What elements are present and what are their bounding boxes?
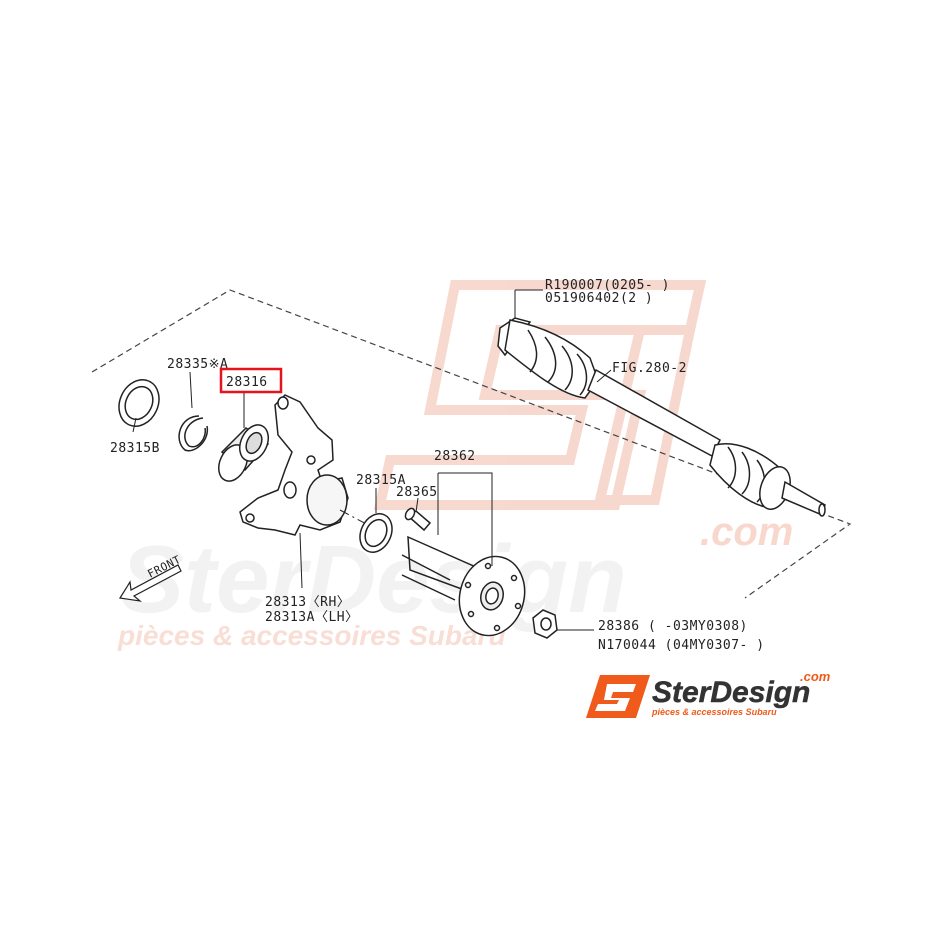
- part-labels: 28335※A 28316 28315B 28313〈RH〉 28313A〈LH…: [110, 278, 765, 653]
- part-28316-bearing: [217, 392, 270, 482]
- label-n170044: N170044 (04MY0307- ): [598, 638, 765, 653]
- label-r190007: R190007(0205- ): [545, 278, 670, 293]
- logo-tagline: pièces & accessoires Subaru: [651, 707, 777, 717]
- part-28335-snap-ring: [178, 371, 209, 452]
- label-28335: 28335※A: [167, 357, 228, 372]
- part-28386-nut: [532, 609, 594, 639]
- part-28362-hub: [401, 472, 526, 637]
- label-051906402: 051906402(2 ): [545, 291, 653, 306]
- highlight-box-28316: [219, 367, 283, 394]
- dashed-boundary: [91, 289, 852, 599]
- front-arrow-icon: [119, 564, 182, 602]
- label-28313-rh: 28313〈RH〉: [265, 595, 350, 610]
- sj-logo-mark: [586, 675, 650, 718]
- watermark-sj-logo: [373, 280, 707, 510]
- brand-logo: SterDesign .com pièces & accessoires Sub…: [586, 669, 831, 718]
- label-fig-280-2: FIG.280-2: [612, 361, 687, 376]
- logo-dotcom: .com: [800, 669, 831, 684]
- part-28365-hub-bolt: [404, 497, 432, 532]
- part-28315b-seal: [118, 379, 160, 433]
- axis-line: [339, 509, 373, 528]
- label-28386: 28386 ( -03MY0308): [598, 619, 748, 634]
- label-28365: 28365: [396, 485, 438, 500]
- part-28313-knuckle: [239, 394, 349, 589]
- front-arrow: FRONT: [119, 553, 183, 602]
- logo-brand: SterDesign: [652, 676, 810, 709]
- drive-shaft: [497, 290, 826, 517]
- label-28362: 28362: [434, 449, 476, 464]
- label-28315b: 28315B: [110, 441, 160, 456]
- watermark-dotcom: .com: [700, 510, 793, 554]
- watermark-tagline: pièces & accessoires Subaru: [117, 620, 506, 651]
- label-28316: 28316: [226, 375, 268, 390]
- label-28315a: 28315A: [356, 473, 406, 488]
- label-28313a-lh: 28313A〈LH〉: [265, 610, 359, 625]
- part-28315a-seal: [359, 488, 393, 553]
